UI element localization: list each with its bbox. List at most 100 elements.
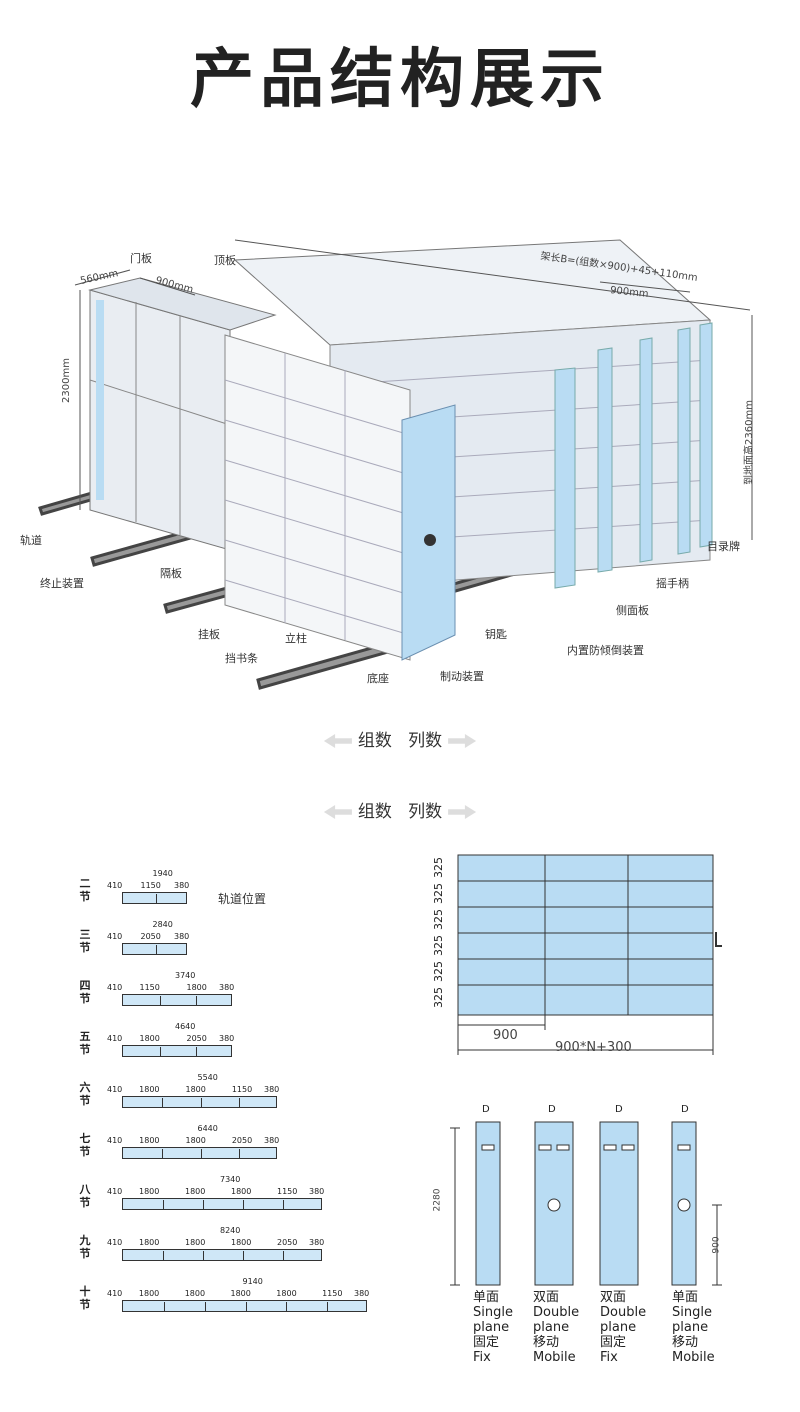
rail-segment-label: 410 <box>107 1085 123 1094</box>
side-view-caption-line: Double <box>600 1305 647 1320</box>
rail-segment-label: 380 <box>354 1289 370 1298</box>
rail-segment-label: 1800 <box>184 1289 206 1298</box>
rail-segment-label: 1800 <box>231 1187 252 1196</box>
rail-segment-label: 1800 <box>138 1289 160 1298</box>
front-view-row-height: 325 <box>432 935 445 956</box>
side-view-top-mark: D <box>681 1104 689 1115</box>
rail-segment-label: 410 <box>107 1136 123 1145</box>
label-zhong-zhi: 终止装置 <box>40 577 84 590</box>
rail-segment-label: 2050 <box>277 1238 298 1247</box>
dim-2300: 2300mm <box>60 358 72 403</box>
rail-segment-label: 1800 <box>185 1238 206 1247</box>
rail-segment-label: 1150 <box>140 881 161 890</box>
rail-segment-label: 410 <box>107 1238 123 1247</box>
side-view-caption-line: 双面 <box>600 1290 627 1305</box>
rail-segment-label: 380 <box>264 1136 280 1145</box>
label-di-zuo: 底座 <box>367 672 389 685</box>
label-zhi-dong: 制动装置 <box>440 670 484 683</box>
side-view-caption-line: Mobile <box>672 1350 715 1365</box>
side-view-caption-line: Double <box>533 1305 580 1320</box>
rail-segment-label: 1150 <box>322 1289 343 1298</box>
side-view-caption-line: 移动 <box>672 1335 699 1350</box>
rail-segment-label: 380 <box>309 1238 325 1247</box>
label-ge-ban: 隔板 <box>160 567 182 580</box>
rail-row-total: 8240 <box>220 1226 241 1235</box>
rail-row-label: 五节 <box>79 1030 91 1056</box>
side-view-caption-line: 双面 <box>533 1290 560 1305</box>
side-view-caption-line: plane <box>672 1320 709 1335</box>
front-view-row-height: 325 <box>432 909 445 930</box>
rail-row-label: 九节 <box>79 1234 91 1260</box>
rail-segment-label: 380 <box>219 983 235 992</box>
side-view-top-mark: D <box>548 1104 556 1115</box>
left-arrow-icon <box>323 734 352 748</box>
rail-row-total: 4640 <box>175 1022 196 1031</box>
rail-legend: 轨道位置 <box>218 892 267 906</box>
rail-row-label: 六节 <box>79 1081 91 1107</box>
rail-row-total: 9140 <box>242 1277 263 1286</box>
rail-segment-label: 410 <box>107 983 123 992</box>
rail-segment-label: 2050 <box>140 932 161 941</box>
rail-bar <box>122 1096 277 1108</box>
rail-segment-label: 1150 <box>277 1187 298 1196</box>
rail-row-label: 三节 <box>79 928 91 954</box>
side-view-top-mark: D <box>615 1104 623 1115</box>
rail-row-label: 七节 <box>79 1132 91 1158</box>
left-arrow-icon <box>323 805 352 819</box>
rail-segment-label: 1800 <box>139 1238 160 1247</box>
arrow-row-1-left: 组数 <box>357 731 392 751</box>
shelving-isometric-diagram <box>38 239 753 690</box>
front-view-dim-total: 900*N+300 <box>555 1040 632 1055</box>
rail-segment-label: 1800 <box>231 1238 252 1247</box>
rail-row-total: 6440 <box>197 1124 218 1133</box>
right-arrow-icon <box>448 805 477 819</box>
rail-segment-label: 1150 <box>139 983 160 992</box>
rail-segment-label: 2050 <box>231 1136 253 1145</box>
rail-row-total: 5540 <box>197 1073 218 1082</box>
rail-segment-label: 1800 <box>185 1187 206 1196</box>
rail-bar <box>122 892 187 904</box>
label-ce-mian: 侧面板 <box>616 604 649 617</box>
arrow-row-2-right: 列数 <box>408 802 443 822</box>
rail-segment-label: 1800 <box>185 1085 206 1094</box>
side-view-caption-line: plane <box>533 1320 570 1335</box>
rail-row-label: 二节 <box>79 877 91 903</box>
side-view-caption-line: 单面 <box>672 1290 699 1305</box>
side-view-caption-line: plane <box>600 1320 637 1335</box>
right-arrow-icon <box>448 734 477 748</box>
front-shelf <box>224 334 456 661</box>
rail-segment-label: 1800 <box>276 1289 297 1298</box>
label-yao-shou: 摇手柄 <box>656 577 689 590</box>
side-view-caption-line: plane <box>473 1320 510 1335</box>
rail-segment-label: 1800 <box>139 1085 160 1094</box>
side-view-caption-line: 移动 <box>533 1335 560 1350</box>
front-view-diagram <box>457 854 722 1055</box>
dim-dao-di: 到地面高2360mm <box>743 400 755 485</box>
side-view-caption-line: Single <box>473 1305 513 1320</box>
side-view-caption-line: Fix <box>473 1350 491 1365</box>
arrow-row-1-right: 列数 <box>408 731 443 751</box>
front-view-row-height: 325 <box>432 857 445 878</box>
rail-row-total: 2840 <box>152 920 173 929</box>
rail-segment-label: 1800 <box>139 1187 160 1196</box>
label-gui-dao: 轨道 <box>20 534 42 547</box>
rail-bar <box>122 943 187 955</box>
rail-row-total: 1940 <box>152 869 173 878</box>
rail-segment-label: 1800 <box>139 1136 160 1145</box>
rail-segment-label: 380 <box>309 1187 325 1196</box>
rail-row-total: 3740 <box>175 971 196 980</box>
front-view-dim-900: 900 <box>493 1028 518 1043</box>
arrow-row-2: 组数 列数 <box>0 797 800 822</box>
handle-icon <box>715 932 722 947</box>
rail-bar <box>122 994 232 1006</box>
rail-bar <box>122 1147 277 1159</box>
rail-segment-label: 380 <box>264 1085 280 1094</box>
rail-bar <box>122 1300 367 1312</box>
